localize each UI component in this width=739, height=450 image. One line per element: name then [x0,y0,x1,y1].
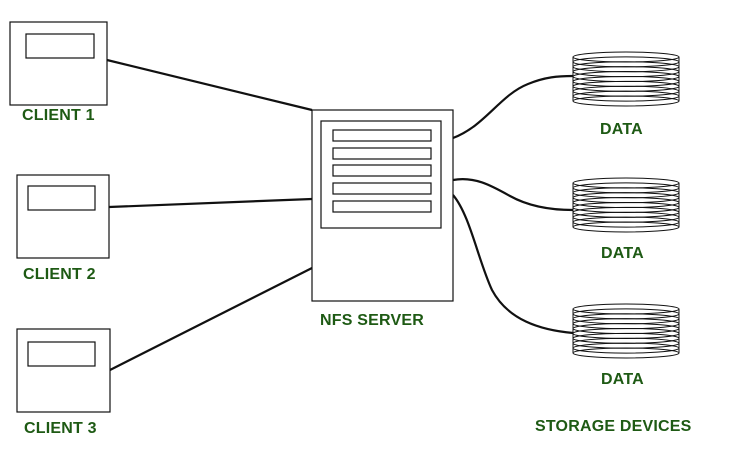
client-1-screen [25,33,95,59]
server-drive-bay-5 [332,200,432,213]
data-2-label: DATA [601,245,644,262]
disk-platter [572,221,680,233]
client-1 [9,21,108,106]
client-2 [16,174,110,259]
disk-platter [572,95,680,107]
disk-platter [572,347,680,359]
disk-platter [572,90,680,102]
disk-platter [572,342,680,354]
connector-client-1 [106,58,313,112]
storage-disk-3 [572,303,680,359]
storage-connectors [452,74,574,335]
server-drive-bay-3 [332,164,432,177]
data-3-label: DATA [601,371,644,388]
server-drive-bay-1 [332,129,432,142]
storage-disk-1 [572,51,680,107]
storage-devices-label: STORAGE DEVICES [535,418,692,435]
client-1-label: CLIENT 1 [22,107,95,124]
storage-disk-2 [572,177,680,233]
server-drive-bay-2 [332,147,432,160]
nfs-server-label: NFS SERVER [320,312,424,329]
disk-platter [572,216,680,228]
client-connectors [106,58,313,371]
client-2-label: CLIENT 2 [23,266,96,283]
server-drive-bay-4 [332,182,432,195]
connector-data-3 [452,194,574,335]
client-3-screen [27,341,96,367]
nfs-server [311,109,454,302]
connector-data-1 [452,74,574,140]
data-1-label: DATA [600,121,643,138]
client-3 [16,328,111,413]
connector-client-2 [108,197,313,209]
client-2-screen [27,185,96,211]
client-3-label: CLIENT 3 [24,420,97,437]
connector-client-3 [109,267,313,371]
connector-data-2 [452,178,574,212]
